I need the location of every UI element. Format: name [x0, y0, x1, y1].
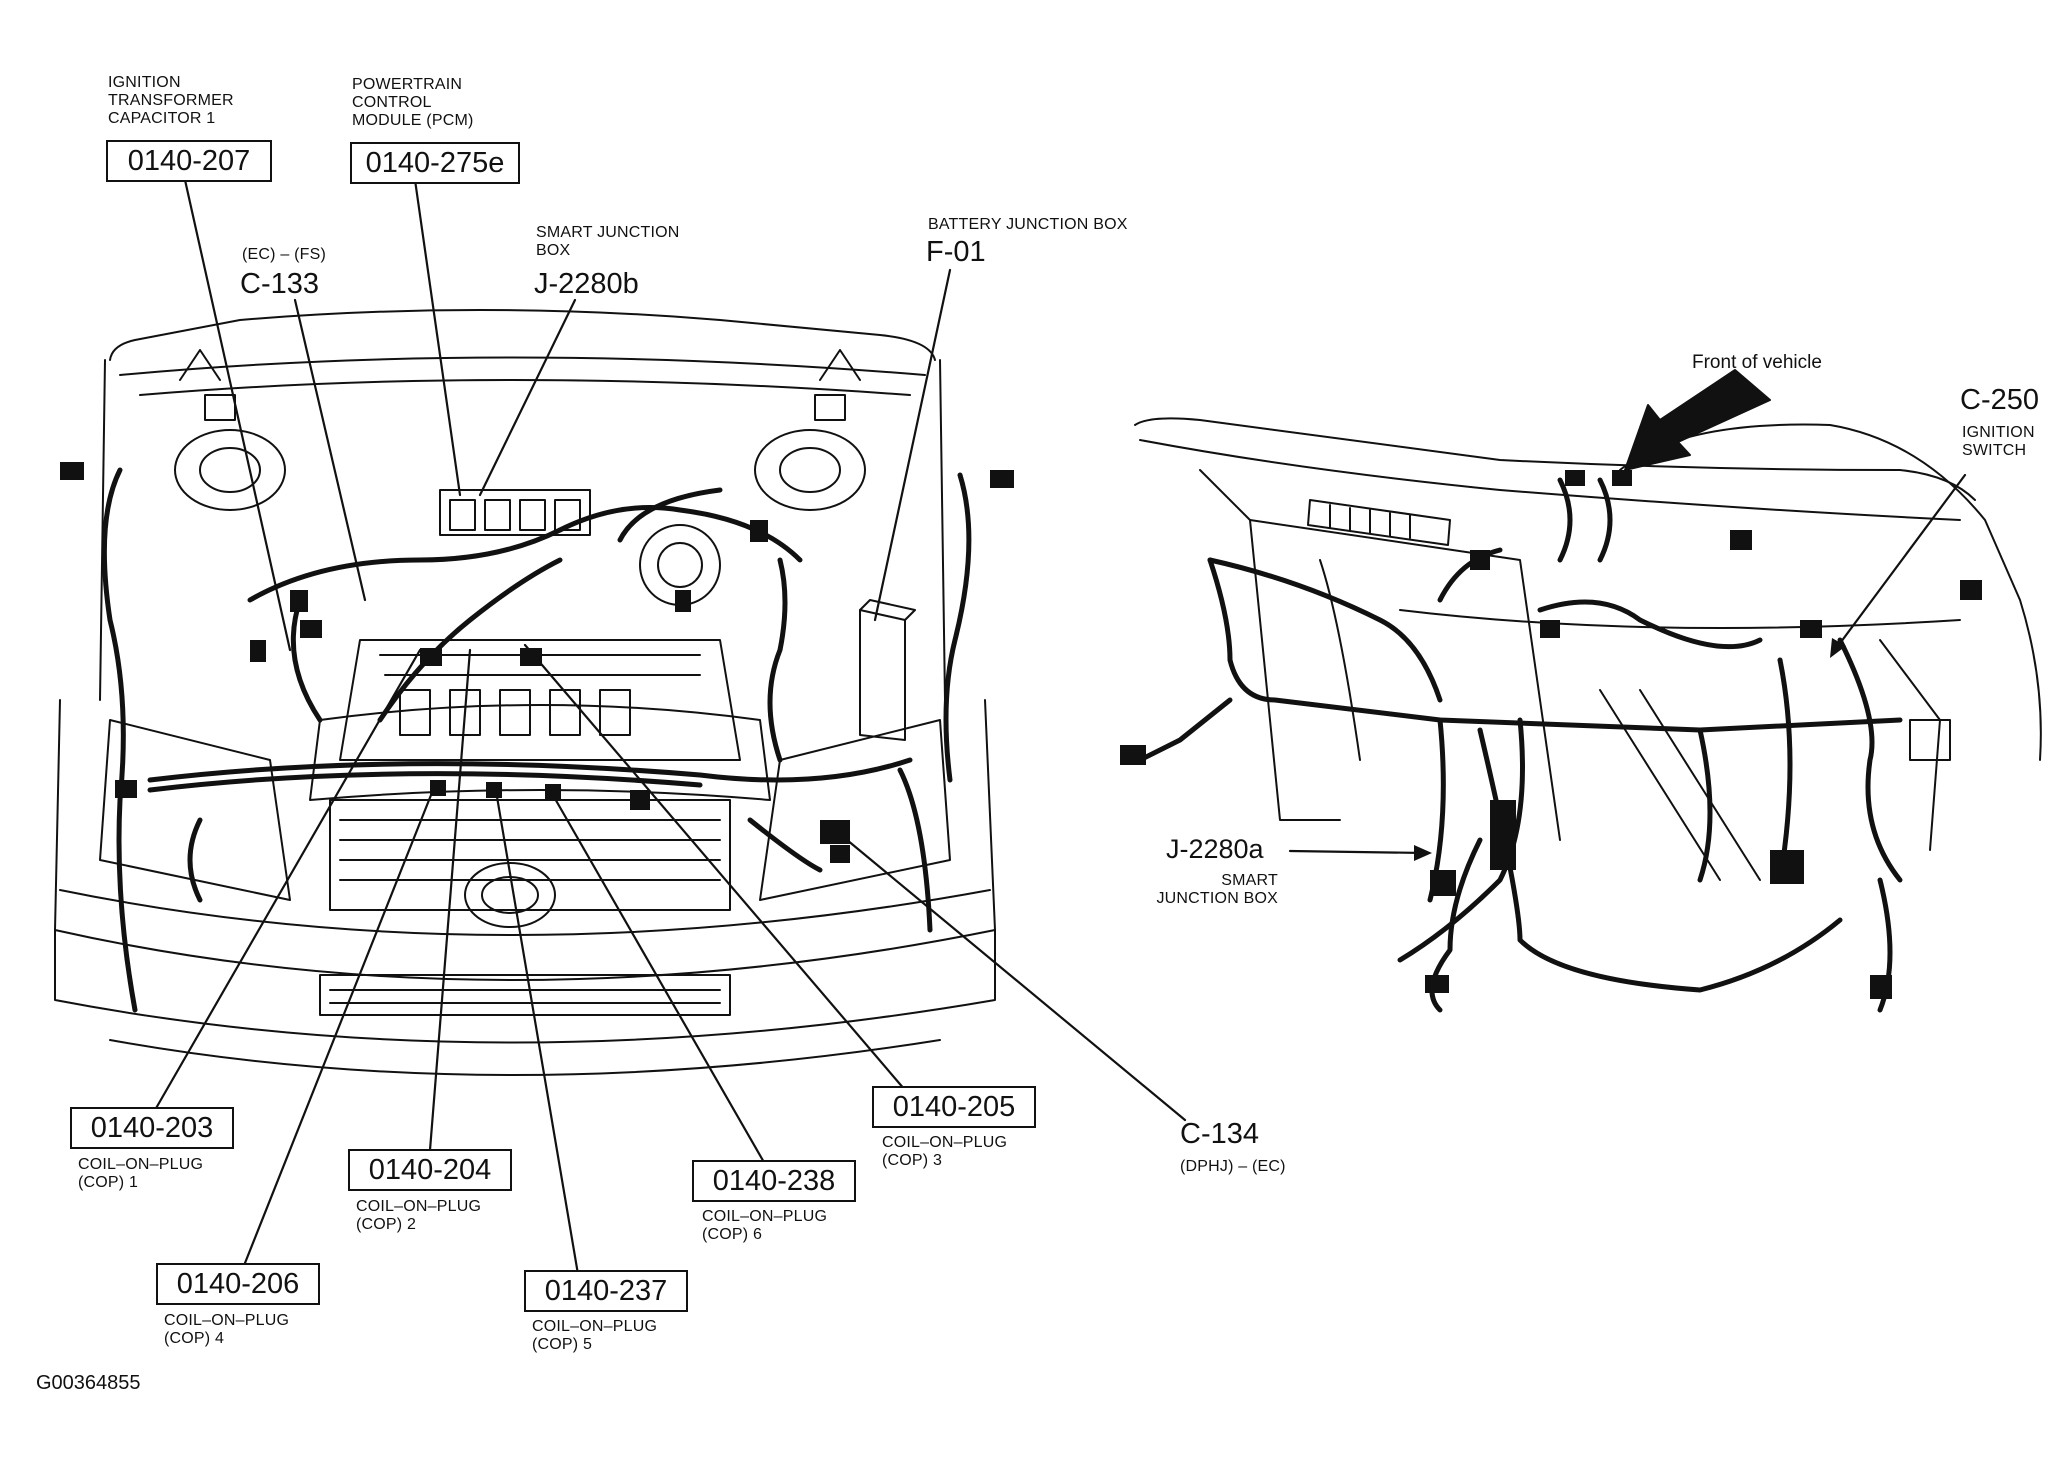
leader-arrowheads [1414, 638, 1846, 861]
callout-0140-206: 0140-206 [156, 1263, 320, 1305]
cop5-caption: COIL–ON–PLUG (COP) 5 [532, 1318, 658, 1353]
front-of-vehicle-label: Front of vehicle [1692, 352, 1822, 373]
battery-junction-box-caption: BATTERY JUNCTION BOX [928, 216, 1128, 233]
figure-id: G00364855 [36, 1372, 141, 1394]
c133-caption: (EC) – (FS) [242, 246, 326, 263]
cop4-caption: COIL–ON–PLUG (COP) 4 [164, 1312, 290, 1347]
callout-0140-207: 0140-207 [106, 140, 272, 182]
ignition-switch-caption: IGNITION SWITCH [1962, 424, 2035, 459]
callout-j-2280b: J-2280b [534, 268, 639, 300]
c134-caption: (DPHJ) – (EC) [1180, 1158, 1286, 1175]
callout-0140-275e: 0140-275e [350, 142, 520, 184]
callout-f-01: F-01 [926, 236, 986, 268]
cop3-caption: COIL–ON–PLUG (COP) 3 [882, 1134, 1008, 1169]
front-of-vehicle-arrow [1624, 369, 1771, 471]
callout-c-134: C-134 [1180, 1118, 1259, 1150]
ignition-transformer-capacitor-caption: IGNITION TRANSFORMER CAPACITOR 1 [108, 74, 234, 127]
callout-j-2280a: J-2280a [1166, 834, 1264, 864]
cop1-caption: COIL–ON–PLUG (COP) 1 [78, 1156, 204, 1191]
leader-lines [153, 178, 1967, 1288]
callout-c-133: C-133 [240, 268, 319, 300]
smart-junction-box-b-caption: SMART JUNCTION BOX [536, 224, 680, 259]
cop6-caption: COIL–ON–PLUG (COP) 6 [702, 1208, 828, 1243]
cop2-caption: COIL–ON–PLUG (COP) 2 [356, 1198, 482, 1233]
callout-0140-237: 0140-237 [524, 1270, 688, 1312]
instrument-panel-drawing [1120, 417, 2042, 1013]
callout-0140-205: 0140-205 [872, 1086, 1036, 1128]
pcm-caption: POWERTRAIN CONTROL MODULE (PCM) [352, 76, 474, 129]
smart-junction-box-a-caption: SMART JUNCTION BOX [1156, 872, 1278, 907]
callout-0140-204: 0140-204 [348, 1149, 512, 1191]
callout-c-250: C-250 [1960, 384, 2039, 416]
callout-0140-203: 0140-203 [70, 1107, 234, 1149]
engine-bay-drawing [54, 309, 1014, 1076]
callout-0140-238: 0140-238 [692, 1160, 856, 1202]
